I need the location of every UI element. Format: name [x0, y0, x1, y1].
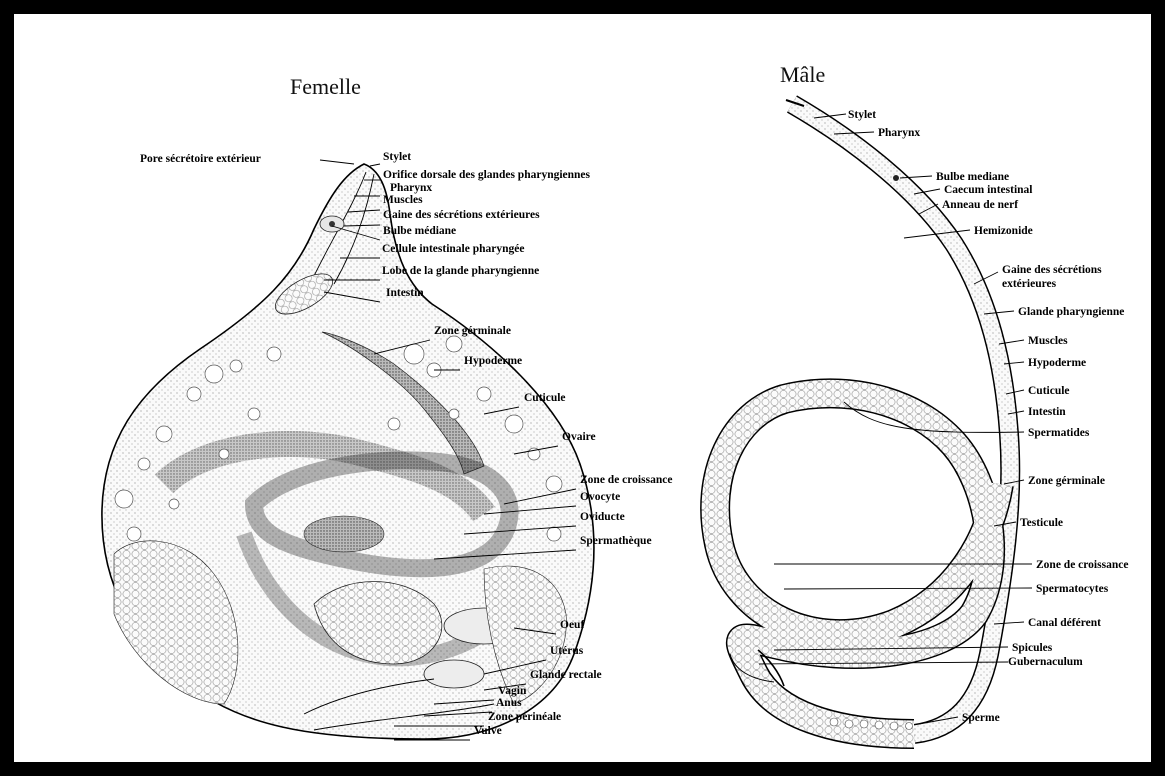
- label-orifice-dorsale: Orifice dorsale des glandes pharyngienne…: [383, 169, 591, 181]
- label-pharynx-m: Pharynx: [878, 127, 920, 139]
- label-pharynx-f: Pharynx: [390, 182, 432, 194]
- label-sperme: Sperme: [962, 712, 1000, 724]
- label-cellule-intestinale: Cellule intestinale pharyngée: [382, 243, 524, 255]
- label-vagin: Vagin: [498, 685, 527, 697]
- label-anus: Anus: [496, 697, 522, 709]
- label-zone-germinale-f: Zone gérminale: [434, 325, 511, 337]
- label-bulbe-m: Bulbe mediane: [936, 171, 1009, 183]
- label-glande-pharyngienne-m: Glande pharyngienne: [1018, 306, 1124, 318]
- label-testicule: Testicule: [1020, 517, 1063, 529]
- label-zone-germinale-m: Zone gérminale: [1028, 475, 1105, 487]
- label-intestin-f: Intestin: [386, 287, 424, 299]
- label-caecum: Caecum intestinal: [944, 184, 1032, 196]
- label-uterus: Utérus: [550, 645, 584, 657]
- label-canal-deferent: Canal déférent: [1028, 617, 1101, 629]
- label-oeuf: Oeuf: [560, 619, 584, 631]
- figure-frame: Femelle Mâle: [14, 14, 1151, 762]
- label-ovocyte: Ovocyte: [580, 491, 620, 503]
- label-glande-rectale: Glande rectale: [530, 669, 602, 681]
- label-muscles-m: Muscles: [1028, 335, 1068, 347]
- label-pore-secretoire: Pore sécrétoire extérieur: [140, 153, 261, 165]
- label-zone-perineale: Zone périnéale: [488, 711, 561, 723]
- label-stylet-m: Stylet: [848, 109, 876, 121]
- label-spermatocytes: Spermatocytes: [1036, 583, 1109, 595]
- label-zone-croissance-f: Zone de croissance: [580, 474, 672, 486]
- label-anneau-nerf: Anneau de nerf: [942, 199, 1018, 211]
- label-gubernaculum: Gubernaculum: [1008, 656, 1083, 668]
- label-muscles-f: Muscles: [383, 194, 423, 206]
- label-hypoderme-m: Hypoderme: [1028, 357, 1086, 369]
- label-cuticule-m: Cuticule: [1028, 385, 1070, 397]
- label-hemizonide: Hemizonide: [974, 225, 1033, 237]
- label-intestin-m: Intestin: [1028, 406, 1066, 418]
- label-gaine-f: Gaine des sécrétions extérieures: [383, 209, 540, 221]
- label-stylet-f: Stylet: [383, 151, 411, 163]
- nematode-diagram: Pore sécrétoire extérieur Stylet Orifice…: [14, 14, 1151, 762]
- label-ovaire: Ovaire: [562, 431, 596, 443]
- label-spermatides: Spermatides: [1028, 427, 1090, 439]
- label-zone-croissance-m: Zone de croissance: [1036, 559, 1128, 571]
- label-spermatheque: Spermathèque: [580, 535, 652, 547]
- label-lobe-glande: Lobe de la glande pharyngienne: [382, 265, 539, 277]
- label-hypoderme-f: Hypoderme: [464, 355, 522, 367]
- label-bulbe-f: Bulbe médiane: [383, 225, 456, 237]
- label-vulve: Vulve: [474, 725, 502, 737]
- label-oviducte: Oviducte: [580, 511, 625, 523]
- label-spicules: Spicules: [1012, 642, 1053, 654]
- label-cuticule-f: Cuticule: [524, 392, 566, 404]
